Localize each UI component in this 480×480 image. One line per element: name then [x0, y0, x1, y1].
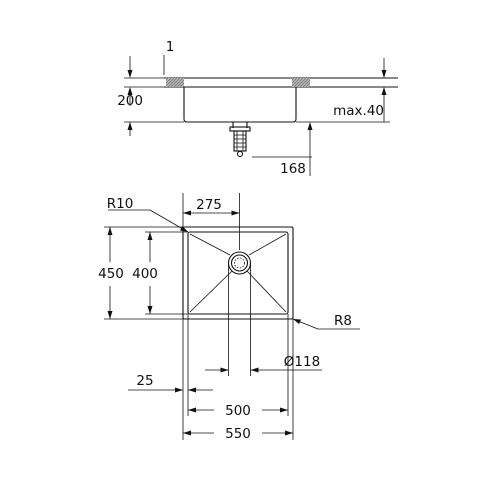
- fold-line-bottom-left: [189, 270, 233, 313]
- dim-waste-offset-label: 168: [280, 161, 306, 177]
- fold-line-bottom-right: [246, 270, 287, 313]
- rim-hatch-left: [166, 78, 184, 87]
- dim-drain-center-label: 275: [196, 197, 222, 213]
- side-view: 1 200 max.40 168: [117, 39, 398, 177]
- dim-outer-radius-label: R8: [334, 313, 352, 329]
- dim-depths: 450 400: [98, 226, 188, 320]
- dim-waste-offset: 168: [252, 122, 313, 177]
- dim-inner-radius-label: R10: [107, 196, 134, 212]
- dim-depth-label: 200: [117, 93, 143, 109]
- rim-hatch-right: [292, 78, 310, 87]
- waste-fitting: [229, 122, 251, 158]
- dim-depth: 200: [117, 93, 184, 136]
- sink-outer-rim: [182, 226, 294, 320]
- dim-thickness-label: 1: [166, 39, 175, 55]
- bowl-section: [183, 87, 297, 123]
- fold-line-top-left: [189, 233, 231, 256]
- dim-thickness: 1: [124, 39, 174, 106]
- dim-outer-width-label: 550: [225, 426, 251, 442]
- dim-outer-depth-label: 450: [98, 266, 124, 282]
- dim-inner-width-label: 500: [225, 403, 251, 419]
- dim-rim-offset-label: 25: [136, 373, 153, 389]
- dim-inner-radius: R10: [107, 196, 189, 233]
- drain-outlet: [227, 251, 252, 275]
- dim-drain-diameter-label: Ø118: [284, 354, 320, 370]
- dim-inner-depth-label: 400: [132, 266, 158, 282]
- dim-worktop-max-label: max.40: [333, 103, 384, 119]
- dim-drain-center: 275: [182, 193, 240, 250]
- sink-inner-bowl: [187, 231, 289, 315]
- dim-rim-offset: 25: [128, 314, 213, 440]
- dim-inner-width: 500: [188, 314, 289, 419]
- top-view: R10 275 450 400: [98, 193, 360, 442]
- dim-outer-width: 550: [183, 319, 294, 442]
- dim-worktop-max: max.40: [296, 58, 390, 123]
- dim-outer-radius: R8: [292, 313, 360, 330]
- fold-line-top-right: [248, 233, 287, 256]
